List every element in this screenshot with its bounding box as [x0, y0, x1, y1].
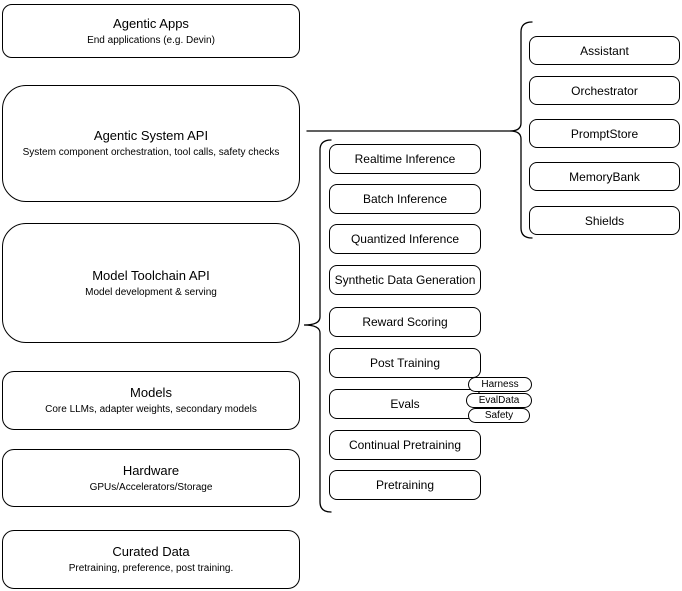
- node-subtitle: End applications (e.g. Devin): [87, 34, 215, 46]
- node-label: Orchestrator: [571, 83, 638, 98]
- node-label: Pretraining: [375, 478, 435, 492]
- node-title: Model Toolchain API: [92, 267, 210, 283]
- node-models: Models Core LLMs, adapter weights, secon…: [2, 371, 300, 430]
- node-batch-inference: Batch Inference: [329, 184, 481, 214]
- node-realtime-inference: Realtime Inference: [329, 144, 481, 174]
- node-subtitle: GPUs/Accelerators/Storage: [89, 481, 213, 493]
- node-promptstore: PromptStore: [529, 119, 680, 148]
- node-continual-pretraining: Continual Pretraining: [329, 430, 481, 460]
- tag-label: Harness: [481, 379, 519, 390]
- node-label: MemoryBank: [569, 169, 640, 184]
- node-curated-data: Curated Data Pretraining, preference, po…: [2, 530, 300, 589]
- toolchain-brace: [303, 139, 332, 513]
- node-agentic-system-api: Agentic System API System component orch…: [2, 85, 300, 202]
- node-label: PromptStore: [570, 126, 639, 141]
- node-orchestrator: Orchestrator: [529, 76, 680, 105]
- node-post-training: Post Training: [329, 348, 481, 378]
- node-pretraining: Pretraining: [329, 470, 481, 500]
- tag-label: EvalData: [478, 395, 520, 406]
- node-title: Models: [130, 385, 172, 400]
- node-title: Curated Data: [112, 544, 190, 559]
- node-agentic-apps: Agentic Apps End applications (e.g. Devi…: [2, 4, 300, 58]
- node-title: Agentic System API: [93, 128, 209, 143]
- node-quantized-inference: Quantized Inference: [329, 224, 481, 254]
- tag-evaldata: EvalData: [466, 393, 532, 408]
- node-subtitle: Model development & serving: [85, 286, 217, 298]
- node-label: Evals: [390, 397, 420, 411]
- node-label: Assistant: [580, 43, 629, 58]
- node-label: Reward Scoring: [362, 315, 448, 329]
- node-title: Agentic Apps: [113, 15, 189, 31]
- node-label: Post Training: [369, 356, 441, 370]
- node-model-toolchain-api: Model Toolchain API Model development & …: [2, 223, 300, 343]
- node-subtitle: Core LLMs, adapter weights, secondary mo…: [45, 404, 257, 415]
- node-evals: Evals: [329, 389, 481, 419]
- node-label: Quantized Inference: [350, 232, 460, 246]
- node-memorybank: MemoryBank: [529, 162, 680, 191]
- node-label: Synthetic Data Generation: [334, 273, 476, 287]
- node-title: Hardware: [122, 462, 180, 478]
- system-components-brace: [509, 21, 533, 239]
- tag-harness: Harness: [468, 377, 532, 392]
- node-reward-scoring: Reward Scoring: [329, 307, 481, 337]
- node-shields: Shields: [529, 206, 680, 235]
- node-subtitle: System component orchestration, tool cal…: [22, 147, 280, 158]
- tag-label: Safety: [484, 410, 514, 421]
- node-label: Batch Inference: [362, 192, 448, 206]
- tag-safety: Safety: [468, 408, 530, 423]
- node-hardware: Hardware GPUs/Accelerators/Storage: [2, 449, 300, 507]
- node-assistant: Assistant: [529, 36, 680, 65]
- node-subtitle: Pretraining, preference, post training.: [68, 563, 234, 574]
- node-label: Shields: [584, 213, 625, 228]
- node-label: Realtime Inference: [354, 152, 456, 166]
- node-label: Continual Pretraining: [348, 438, 462, 452]
- node-synthetic-data-generation: Synthetic Data Generation: [329, 265, 481, 295]
